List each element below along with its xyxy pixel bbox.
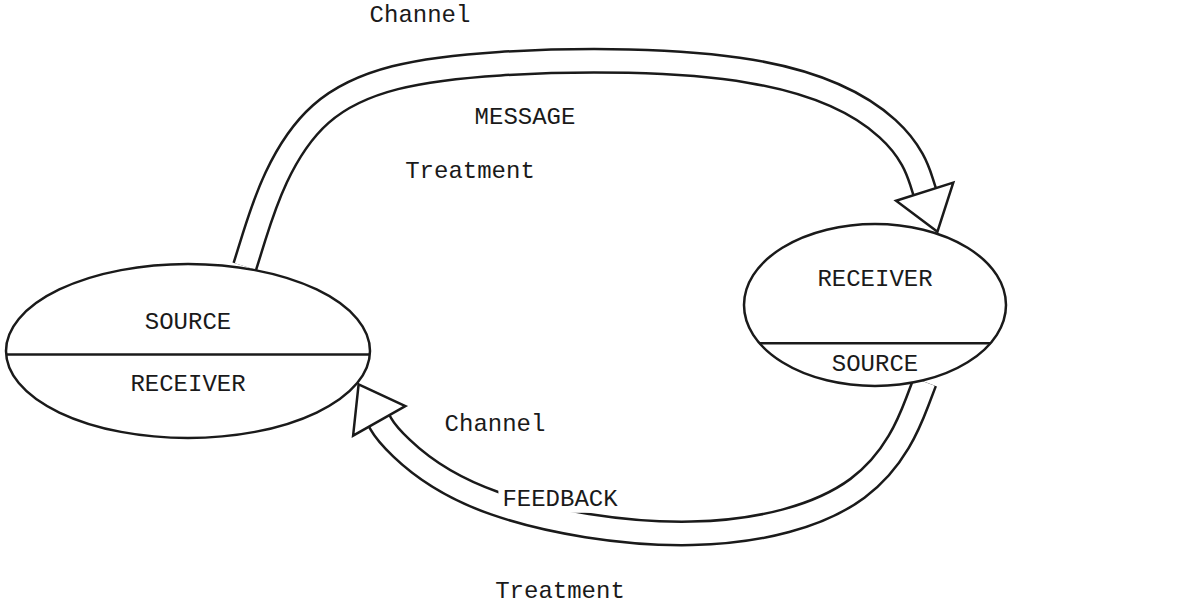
- role-ellipse: SOURCE RECEIVER: [4, 262, 372, 440]
- role-label: RECEIVER: [742, 267, 1008, 293]
- arrow-band-outline: [379, 382, 925, 533]
- arrow-caption: Channel: [366, 3, 475, 29]
- arrow-caption: Channel: [441, 412, 550, 438]
- divider-line: [759, 342, 990, 345]
- role-label: SOURCE: [4, 309, 372, 335]
- role-label: SOURCE: [742, 352, 1008, 378]
- arrow-caption: Treatment: [401, 159, 539, 185]
- arrow-label: FEEDBACK: [498, 487, 621, 513]
- hollow-arrow: [353, 382, 925, 533]
- arrow-band-fill: [379, 382, 925, 533]
- role-ellipse: RECEIVER SOURCE: [742, 222, 1008, 388]
- arrow-caption: Treatment: [491, 579, 629, 605]
- divider-line: [6, 353, 370, 356]
- ellipse-border: [6, 264, 370, 438]
- role-label: RECEIVER: [4, 372, 372, 398]
- ellipse-outline: [4, 262, 372, 440]
- arrow-head: [896, 183, 953, 232]
- arrow-head: [353, 384, 405, 435]
- arrow-label: MESSAGE: [471, 105, 580, 131]
